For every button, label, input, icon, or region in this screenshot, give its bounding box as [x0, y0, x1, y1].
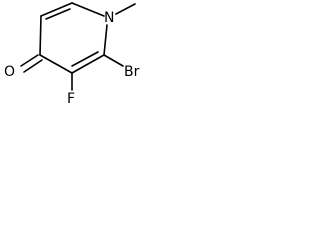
bond-c2-br — [103, 54, 124, 67]
bond-c6-c5 — [40, 2, 73, 17]
bond-c4-o — [20, 54, 39, 67]
atom-nitrogen: N — [104, 10, 114, 26]
bond-c6-c5-inner — [45, 8, 71, 20]
atom-fluorine: F — [67, 91, 75, 107]
bond-c3-c2 — [71, 54, 105, 74]
bond-c4-c3 — [39, 54, 73, 74]
bond-c4-o-second — [23, 59, 43, 73]
bond-c3-c2-inner — [71, 51, 99, 67]
bond-n1-methyl — [115, 3, 136, 15]
bond-c5-c4 — [39, 15, 42, 56]
atom-bromine: Br — [124, 64, 140, 80]
bond-n1-c6 — [71, 2, 105, 17]
atom-oxygen: O — [4, 64, 15, 80]
chemical-structure: N O Br F — [4, 2, 140, 107]
bond-c2-n1 — [103, 24, 108, 56]
